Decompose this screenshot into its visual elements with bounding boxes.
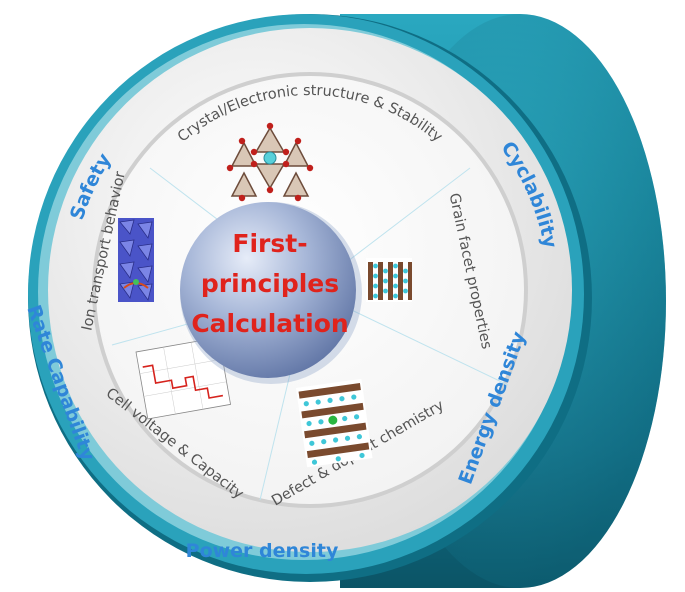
label-power-density: Power density bbox=[186, 540, 339, 562]
core-sphere bbox=[180, 202, 356, 378]
core-title-line1: First- bbox=[232, 229, 307, 258]
core-title-line2: principles bbox=[201, 269, 339, 298]
ion-transport-icon bbox=[118, 218, 154, 302]
crystal-structure-icon bbox=[226, 122, 314, 202]
core-title-line3: Calculation bbox=[191, 309, 348, 338]
core: First- principles Calculation bbox=[180, 202, 362, 384]
grain-facet-icon bbox=[366, 258, 412, 302]
dopant-atom bbox=[328, 415, 338, 425]
defect-dopant-icon bbox=[296, 378, 373, 468]
voltage-profile-icon bbox=[135, 336, 231, 420]
